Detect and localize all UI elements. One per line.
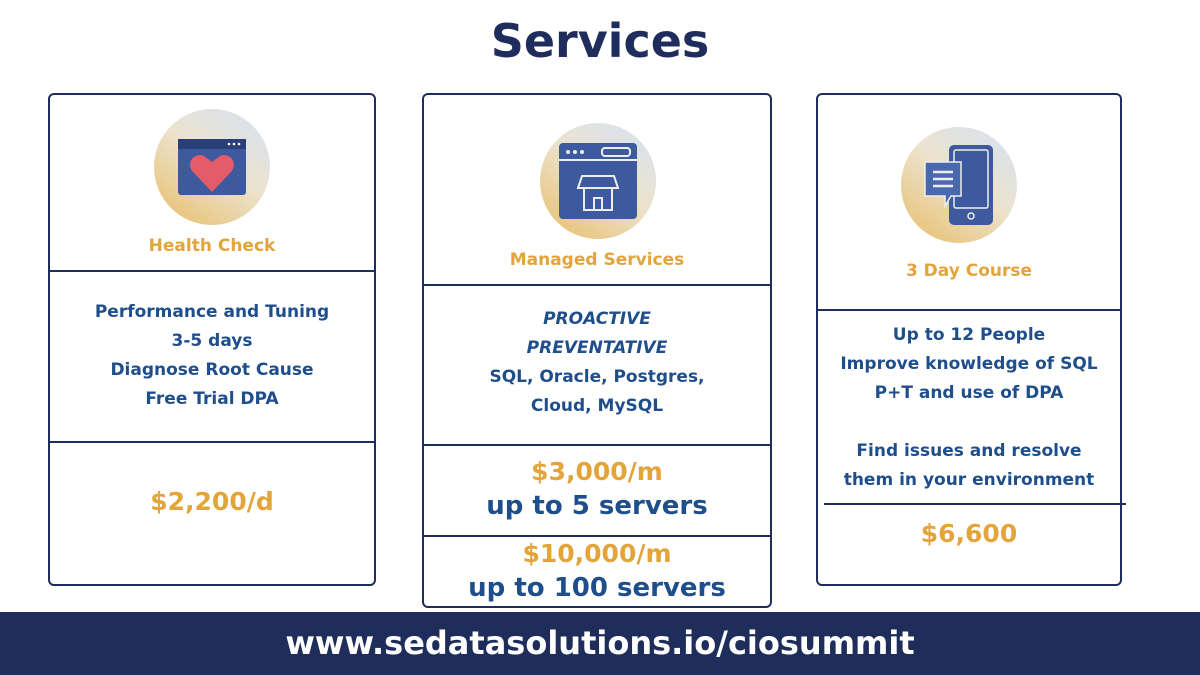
tier-price: $3,000/m (531, 457, 663, 486)
feature-line: Find issues and resolve (856, 441, 1082, 461)
managed-services-icon-circle (540, 123, 656, 239)
card-3-day-course: 3 Day Course Up to 12 People Improve kno… (816, 93, 1126, 586)
browser-heart-icon (178, 139, 246, 195)
divider (424, 444, 770, 446)
card-title: 3 Day Course (905, 261, 1033, 281)
feature-line: SQL, Oracle, Postgres, (489, 367, 705, 387)
feature-line: Up to 12 People (892, 325, 1046, 345)
feature-line: them in your environment (843, 470, 1095, 490)
feature-line: 3-5 days (171, 331, 253, 351)
divider (818, 309, 1120, 311)
footer-url[interactable]: www.sedatasolutions.io/ciosummit (0, 612, 1200, 675)
feature-line: Improve knowledge of SQL (840, 354, 1098, 374)
emphasis-line: PREVENTATIVE (526, 338, 668, 358)
phone-chat-icon (924, 145, 993, 225)
feature-line: Free Trial DPA (145, 389, 279, 409)
price: $6,600 (920, 519, 1018, 548)
health-check-icon-circle (154, 109, 270, 225)
feature-line: P+T and use of DPA (874, 383, 1064, 403)
course-icon-circle (901, 127, 1017, 243)
divider (424, 284, 770, 286)
price: $2,200/d (150, 487, 274, 516)
feature-line: Performance and Tuning (94, 302, 330, 322)
divider (824, 503, 1126, 505)
card-health-check: Health Check Performance and Tuning 3-5 … (48, 93, 376, 586)
divider (50, 441, 374, 443)
tier-detail: up to 100 servers (468, 573, 726, 603)
divider (424, 535, 770, 537)
card-title: Health Check (148, 236, 276, 256)
card-managed-services: Managed Services PROACTIVE PREVENTATIVE … (422, 93, 772, 608)
feature-line: Cloud, MySQL (530, 396, 664, 416)
card-title: Managed Services (509, 250, 685, 270)
feature-line: Diagnose Root Cause (110, 360, 314, 380)
divider (50, 270, 374, 272)
emphasis-line: PROACTIVE (543, 309, 651, 329)
tier-detail: up to 5 servers (486, 491, 708, 521)
page-title: Services (490, 14, 710, 68)
tier-price: $10,000/m (522, 539, 672, 568)
browser-store-icon (559, 143, 637, 219)
